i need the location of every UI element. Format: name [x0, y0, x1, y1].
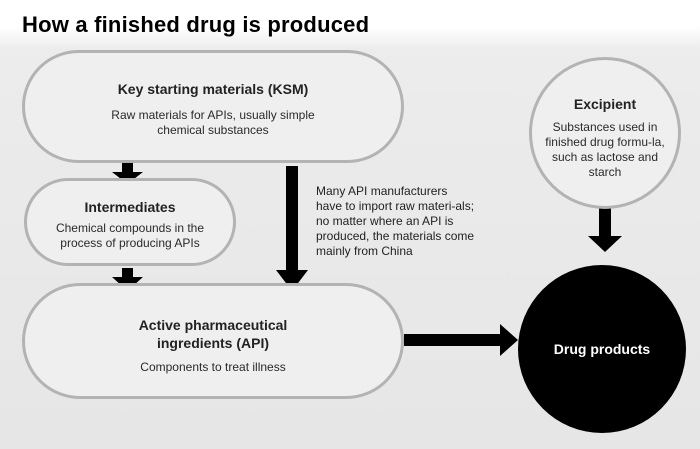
- arrow-intermediates-to-api: [112, 268, 143, 291]
- node-excipient: Excipient Substances used in finished dr…: [529, 57, 681, 209]
- node-drug-products: Drug products: [518, 265, 686, 433]
- annotation-import-note: Many API manufacturers have to import ra…: [316, 184, 475, 258]
- diagram-title: How a finished drug is produced: [22, 12, 370, 37]
- node-ksm-heading: Key starting materials (KSM): [117, 81, 309, 97]
- node-intermediates-description: Chemical compounds in the process of pro…: [55, 221, 205, 250]
- node-drug-products-heading: Drug products: [553, 341, 651, 357]
- node-api-heading: Active pharmaceutical ingredients (API): [138, 317, 288, 352]
- node-intermediates-heading: Intermediates: [84, 199, 176, 215]
- node-ksm-description: Raw materials for APIs, usually simple c…: [111, 108, 315, 137]
- node-key-starting-materials: Key starting materials (KSM) Raw materia…: [22, 50, 404, 163]
- node-excipient-description: Substances used in finished drug formu-l…: [545, 120, 665, 179]
- arrow-api-to-drug: [404, 324, 518, 356]
- node-active-pharmaceutical-ingredients: Active pharmaceutical ingredients (API) …: [22, 283, 404, 399]
- arrow-ksm-to-api: [276, 166, 308, 291]
- arrow-ksm-to-intermediates: [112, 163, 143, 184]
- node-intermediates: Intermediates Chemical compounds in the …: [24, 178, 236, 266]
- node-excipient-heading: Excipient: [573, 96, 637, 112]
- node-api-description: Components to treat illness: [140, 360, 286, 375]
- arrow-excipient-to-drug: [588, 206, 622, 252]
